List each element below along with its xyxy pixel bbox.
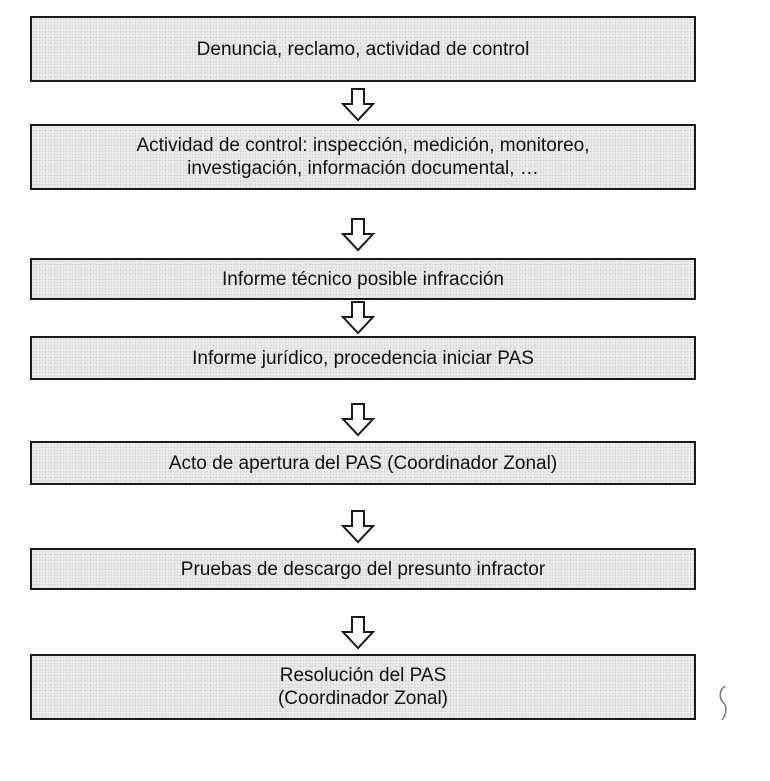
hollow-down-arrow-icon xyxy=(341,301,375,335)
step-box-6: Pruebas de descargo del presunto infract… xyxy=(30,548,696,590)
step-label-2: Actividad de control: inspección, medici… xyxy=(136,135,590,179)
hollow-down-arrow-icon xyxy=(341,510,375,544)
step-label-5: Acto de apertura del PAS (Coordinador Zo… xyxy=(168,452,558,474)
hollow-down-arrow-icon xyxy=(341,403,375,437)
step-label-6: Pruebas de descargo del presunto infract… xyxy=(180,558,546,580)
step-box-3: Informe técnico posible infracción xyxy=(30,258,696,300)
scan-artifact xyxy=(717,684,729,722)
hollow-down-arrow-icon xyxy=(341,88,375,122)
step-label-3: Informe técnico posible infracción xyxy=(222,268,504,290)
step-box-5: Acto de apertura del PAS (Coordinador Zo… xyxy=(30,441,696,485)
hollow-down-arrow-icon xyxy=(341,218,375,252)
step-label-4: Informe jurídico, procedencia iniciar PA… xyxy=(192,347,534,369)
step-box-7: Resolución del PAS (Coordinador Zonal) xyxy=(30,654,696,720)
step-box-1: Denuncia, reclamo, actividad de control xyxy=(30,16,696,82)
step-box-2: Actividad de control: inspección, medici… xyxy=(30,124,696,190)
step-label-1: Denuncia, reclamo, actividad de control xyxy=(196,38,530,60)
step-box-4: Informe jurídico, procedencia iniciar PA… xyxy=(30,336,696,380)
step-label-7: Resolución del PAS (Coordinador Zonal) xyxy=(277,665,449,709)
hollow-down-arrow-icon xyxy=(341,616,375,650)
